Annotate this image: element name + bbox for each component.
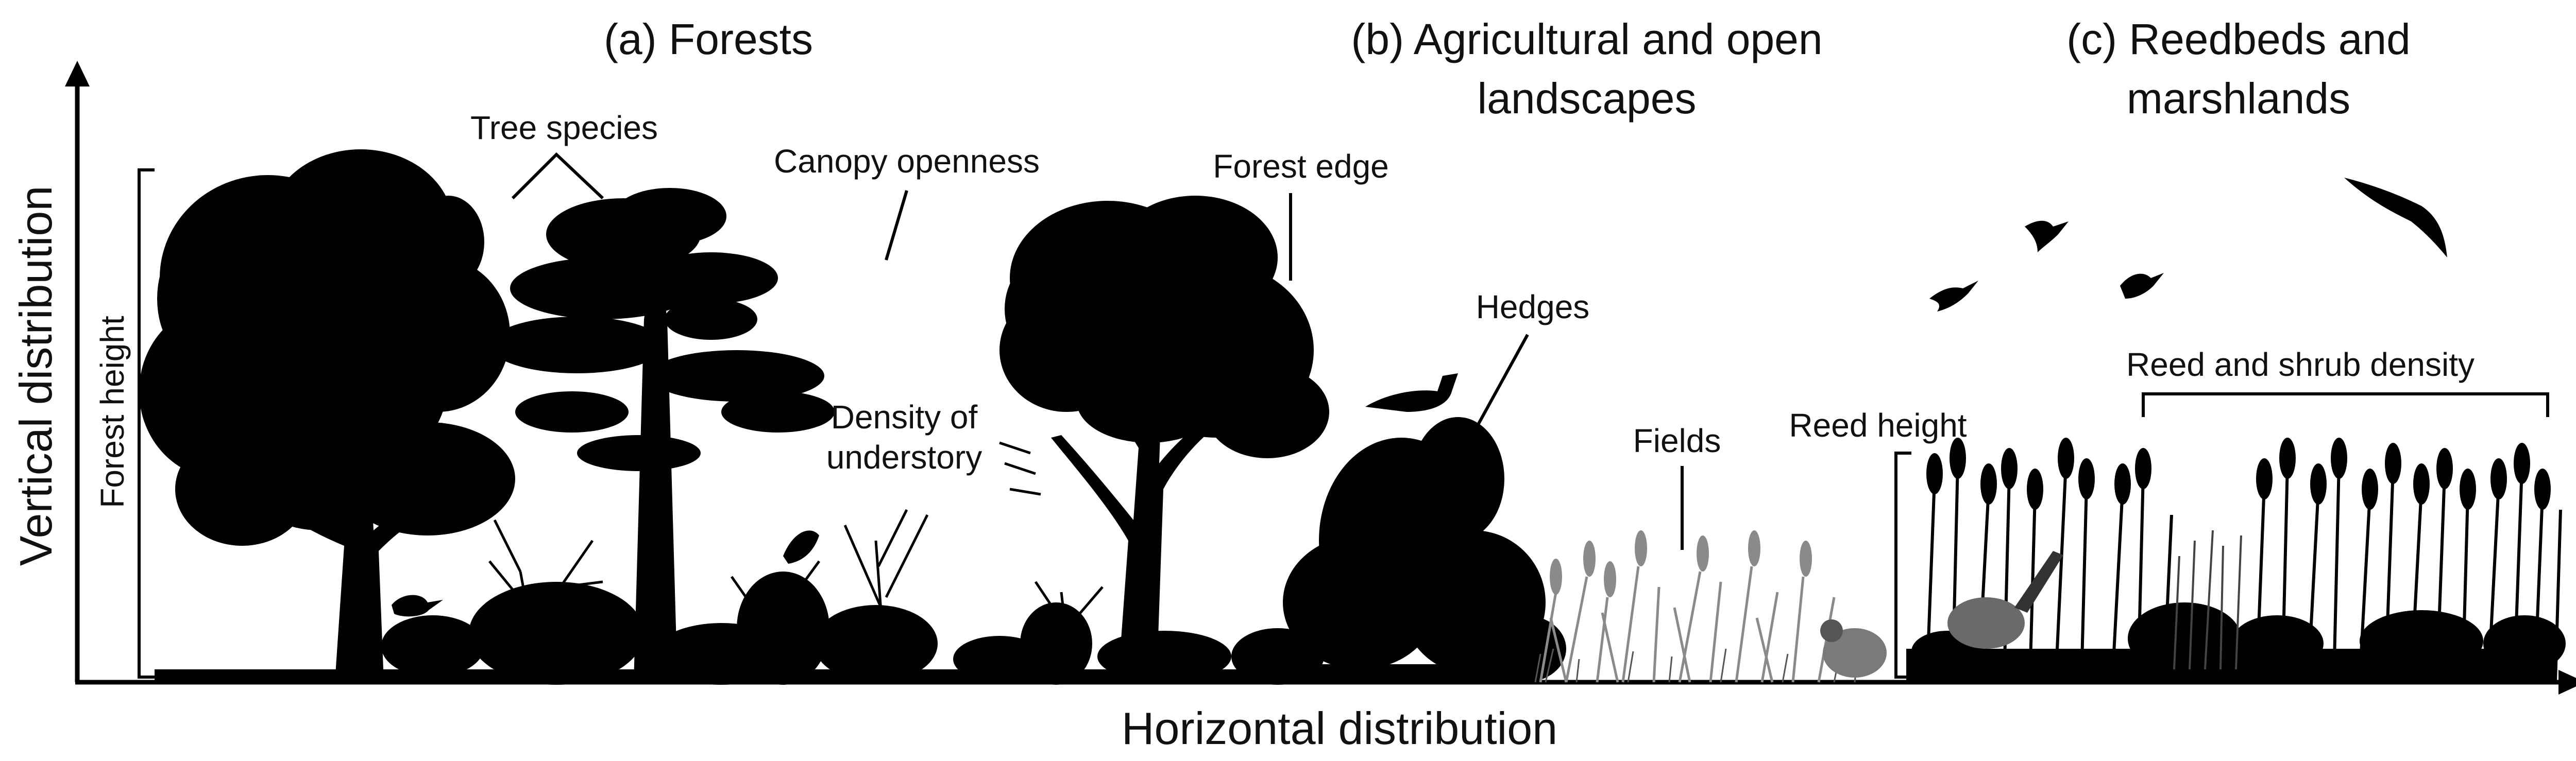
broadleaf-tree-silhouette	[139, 149, 515, 682]
section-title-reedbeds-2: marshlands	[2127, 74, 2350, 123]
reed-shrub-density-bracket	[2142, 392, 2549, 417]
hedge-silhouette	[1283, 417, 1566, 682]
forest-vegetation	[139, 149, 1340, 685]
y-axis-arrowhead	[65, 61, 90, 87]
forest-edge-label: Forest edge	[1213, 148, 1389, 185]
pine-tree-silhouette	[489, 188, 835, 682]
marsh-undergrowth	[1906, 602, 2566, 682]
canopy-openness-pointer	[885, 190, 908, 261]
field-grass	[1534, 648, 1858, 683]
hedges-pointer	[1469, 334, 1529, 439]
section-title-forests: (a) Forests	[604, 15, 813, 63]
gull-bird-icon	[2344, 178, 2447, 257]
section-title-reedbeds-1: (c) Reedbeds and	[2066, 15, 2411, 63]
wren-bird-icon	[392, 595, 443, 617]
wheat-field	[1539, 566, 1836, 683]
forest-birds	[392, 530, 819, 617]
reed-stems	[1925, 463, 2562, 683]
reed-height-bracket	[1894, 452, 1911, 679]
reed-height-label: Reed height	[1789, 407, 1967, 444]
section-title-agricultural-2: landscapes	[1478, 74, 1697, 123]
reed-plumes	[1926, 438, 2551, 510]
swallow-bird-icon-2	[2025, 220, 2069, 252]
section-title-agricultural-1: (b) Agricultural and open	[1351, 15, 1822, 63]
understory-branches	[488, 441, 1104, 683]
density-understory-label-2: understory	[826, 439, 982, 476]
x-axis-arrowhead	[2558, 670, 2576, 695]
forest-edge-tree-silhouette	[999, 196, 1329, 682]
forest-height-label: Forest height	[94, 316, 131, 508]
perched-bird-icon	[783, 530, 819, 564]
flying-birds	[1929, 178, 2447, 312]
y-axis-label: Vertical distribution	[10, 186, 61, 566]
density-understory-label-1: Density of	[831, 399, 978, 436]
partridge-bird-icon	[1820, 619, 1887, 678]
understory-bushes	[155, 572, 1340, 685]
x-axis-label: Horizontal distribution	[1122, 703, 1557, 754]
forest-height-bracket	[138, 168, 155, 679]
fields-label: Fields	[1633, 422, 1721, 459]
swallow-bird-icon-3	[2120, 273, 2164, 299]
hedges-label: Hedges	[1476, 288, 1590, 325]
canopy-openness-label: Canopy openness	[774, 143, 1040, 180]
bittern-bird-icon	[1947, 551, 2063, 649]
reed-shrub-density-label: Reed and shrub density	[2126, 346, 2475, 383]
reed-shrub-patch	[2173, 530, 2242, 670]
wheat-ears	[1550, 530, 1812, 597]
tree-species-label: Tree species	[470, 109, 658, 146]
tree-species-pointer	[511, 152, 604, 200]
blackbird-icon	[1365, 373, 1458, 412]
swallow-bird-icon	[1929, 281, 1978, 312]
